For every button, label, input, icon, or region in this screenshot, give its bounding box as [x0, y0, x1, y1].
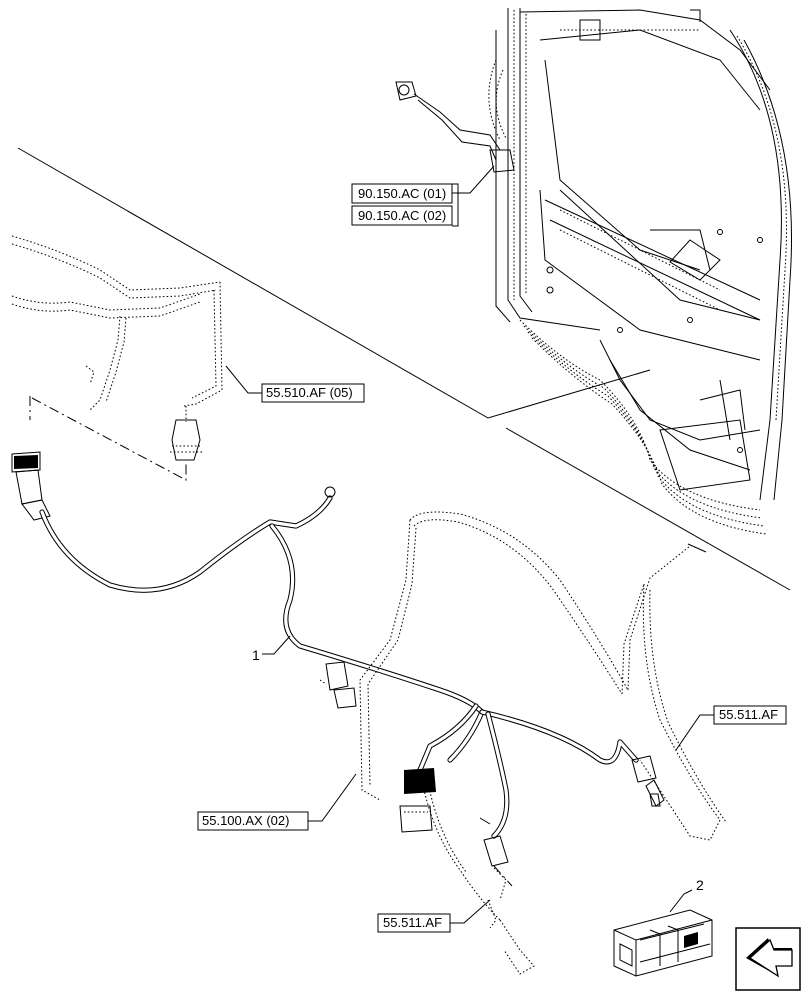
- reference-55-511-af-right[interactable]: 55.511.AF: [713, 705, 787, 725]
- svg-text:1: 1: [252, 647, 260, 663]
- reference-label: 55.511.AF: [719, 707, 778, 722]
- svg-text:2: 2: [696, 877, 704, 893]
- alignment-dash-line: [31, 397, 187, 481]
- cab-frame-illustration: [488, 8, 792, 535]
- main-wiring-harness: [11, 451, 665, 867]
- callout-item-2: 2: [669, 877, 704, 913]
- reference-label: 90.150.AC (02): [358, 208, 446, 223]
- section-cut-line-upper: [17, 147, 651, 419]
- arrow-next-icon[interactable]: [735, 927, 801, 991]
- phantom-harness-routing: [359, 511, 727, 975]
- leader-line: [308, 773, 357, 822]
- sensor-component: [319, 661, 357, 709]
- reference-55-511-af-bottom[interactable]: 55.511.AF: [377, 913, 451, 933]
- battery-cable: [395, 81, 515, 173]
- reference-label: 55.100.AX (02): [202, 813, 289, 828]
- leader-line: [675, 714, 714, 751]
- reference-label: 90.150.AC (01): [358, 186, 446, 201]
- callout-item-1: 1: [252, 635, 291, 663]
- leader-line: [452, 165, 495, 194]
- leader-line: [450, 899, 491, 924]
- reference-90-150-ac-02[interactable]: 90.150.AC (02): [351, 205, 453, 226]
- crate-icon: [613, 909, 713, 977]
- reference-55-510-af-05[interactable]: 55.510.AF (05): [261, 383, 365, 403]
- reference-55-100-ax-02[interactable]: 55.100.AX (02): [197, 811, 309, 831]
- reference-90-150-ac-01[interactable]: 90.150.AC (01): [351, 183, 453, 204]
- reference-label: 55.511.AF: [383, 915, 442, 930]
- phantom-body-panel: [11, 235, 223, 461]
- reference-label: 55.510.AF (05): [266, 385, 353, 400]
- section-cut-line-lower: [505, 427, 791, 591]
- leader-line: [225, 365, 262, 394]
